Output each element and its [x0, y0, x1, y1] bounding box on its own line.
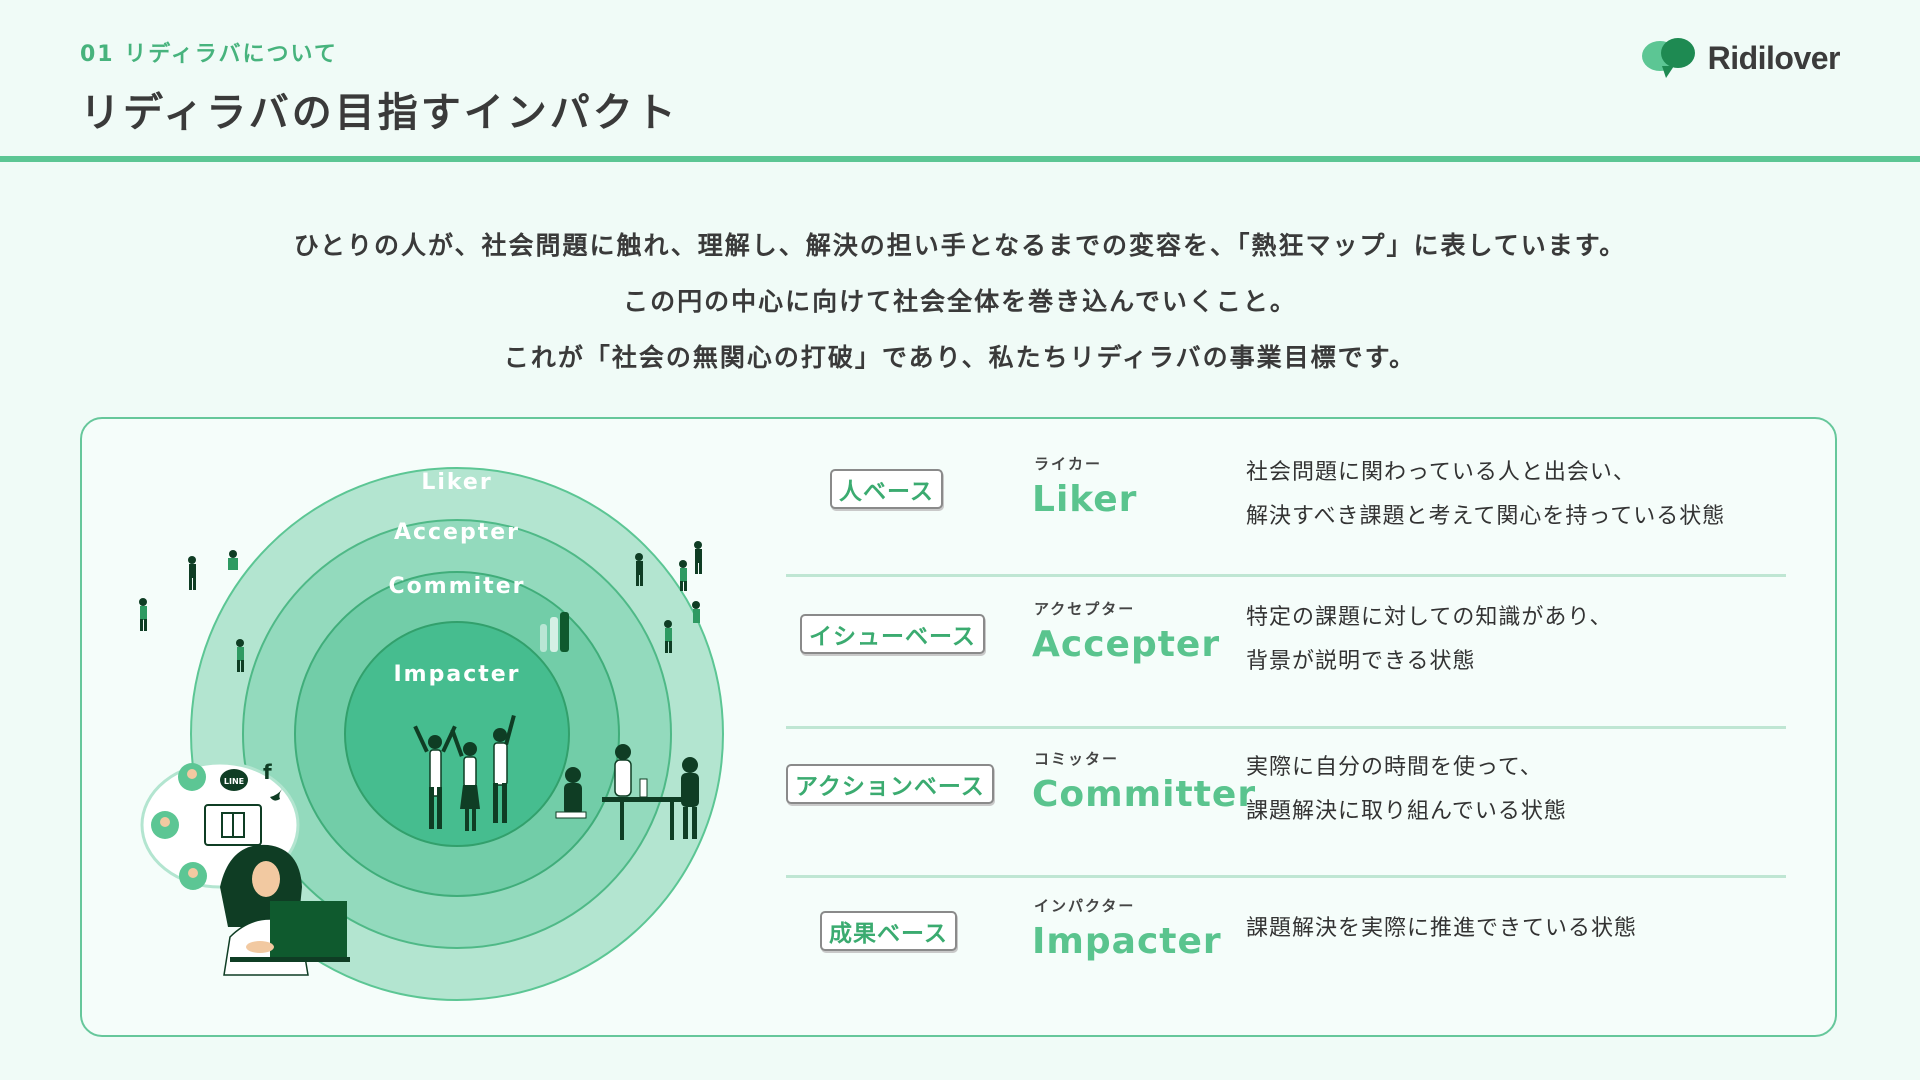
- stage-kana: アクセプター: [1034, 600, 1136, 618]
- row-divider: [786, 726, 1786, 729]
- row-divider: [786, 574, 1786, 577]
- twitter-bird-icon: [270, 789, 282, 801]
- row-divider: [786, 875, 1786, 878]
- outer-figures-illustration: [139, 541, 702, 672]
- base-tag: 人ベース: [830, 469, 943, 509]
- base-tag: 成果ベース: [820, 911, 957, 951]
- stage-description: 特定の課題に対しての知識があり、 背景が説明できる状態: [1246, 596, 1612, 684]
- woman-with-laptop-illustration: [220, 844, 350, 976]
- ring-label-commiter: Commiter: [389, 574, 526, 599]
- stage-kana: コミッター: [1034, 750, 1120, 768]
- ring-impacter: [344, 621, 570, 847]
- stage-description: 社会問題に関わっている人と出会い、 解決すべき課題と考えて関心を持っている状態: [1246, 451, 1725, 539]
- stage-row-committer: アクションベース コミッター Committer 実際に自分の時間を使って、 課…: [786, 734, 1786, 864]
- description-line: 特定の課題に対しての知識があり、: [1246, 605, 1613, 630]
- raised-hands-illustration: [540, 612, 569, 652]
- description-line: 課題解決に取り組んでいる状態: [1246, 799, 1567, 824]
- stage-term: Accepter: [1032, 624, 1221, 665]
- stage-kana: ライカー: [1034, 455, 1103, 473]
- description-line: 社会問題に関わっている人と出会い、: [1246, 460, 1636, 485]
- stage-row-liker: 人ベース ライカー Liker 社会問題に関わっている人と出会い、 解決すべき課…: [786, 439, 1786, 569]
- intro-text: ひとりの人が、社会問題に触れ、理解し、解決の担い手となるまでの変容を、「熱狂マッ…: [0, 218, 1920, 386]
- stage-term: Committer: [1032, 774, 1257, 815]
- facebook-icon: f: [263, 760, 272, 784]
- heart-speech-bubble-icon: [1641, 38, 1695, 78]
- base-tag: イシューベース: [800, 614, 985, 654]
- stage-row-impacter: 成果ベース インパクター Impacter 課題解決を実際に推進できている状態: [786, 881, 1786, 1011]
- section-label: 01 リディラバについて: [80, 42, 338, 67]
- intro-line: この円の中心に向けて社会全体を巻き込んでいくこと。: [623, 287, 1297, 316]
- stage-row-accepter: イシューベース アクセプター Accepter 特定の課題に対しての知識があり、…: [786, 584, 1786, 714]
- ring-label-accepter: Accepter: [394, 520, 520, 545]
- line-icon-label: LINE: [224, 777, 244, 786]
- stage-list: 人ベース ライカー Liker 社会問題に関わっている人と出会い、 解決すべき課…: [786, 417, 1786, 1037]
- ring-label-liker: Liker: [421, 470, 492, 495]
- celebrating-people-illustration: [413, 714, 516, 831]
- enthusiasm-map-diagram: Liker Accepter Commiter Impacter: [139, 467, 724, 1001]
- stage-term: Impacter: [1032, 921, 1222, 962]
- description-line: 解決すべき課題と考えて関心を持っている状態: [1246, 504, 1726, 529]
- stage-kana: インパクター: [1034, 897, 1136, 915]
- stage-description: 課題解決を実際に推進できている状態: [1246, 907, 1637, 951]
- description-line: 背景が説明できる状態: [1246, 649, 1476, 674]
- ring-label-impacter: Impacter: [393, 662, 520, 687]
- intro-line: ひとりの人が、社会問題に触れ、理解し、解決の担い手となるまでの変容を、「熱狂マッ…: [293, 231, 1627, 260]
- description-line: 実際に自分の時間を使って、: [1246, 755, 1543, 780]
- stage-description: 実際に自分の時間を使って、 課題解決に取り組んでいる状態: [1246, 746, 1567, 834]
- stage-term: Liker: [1032, 479, 1138, 520]
- logo-wordmark: Ridilover: [1707, 39, 1841, 76]
- description-line: 課題解決を実際に推進できている状態: [1246, 916, 1638, 941]
- meeting-group-illustration: [555, 744, 699, 840]
- line-app-icon: [220, 769, 248, 791]
- page-title: リディラバの目指すインパクト: [80, 90, 679, 136]
- base-tag: アクションベース: [786, 764, 994, 804]
- header-divider: [0, 156, 1920, 162]
- ridilover-logo: Ridilover: [1640, 36, 1841, 80]
- laptop-icon: [270, 901, 347, 957]
- intro-line: これが「社会の無関心の打破」であり、私たちリディラバの事業目標です。: [503, 343, 1417, 372]
